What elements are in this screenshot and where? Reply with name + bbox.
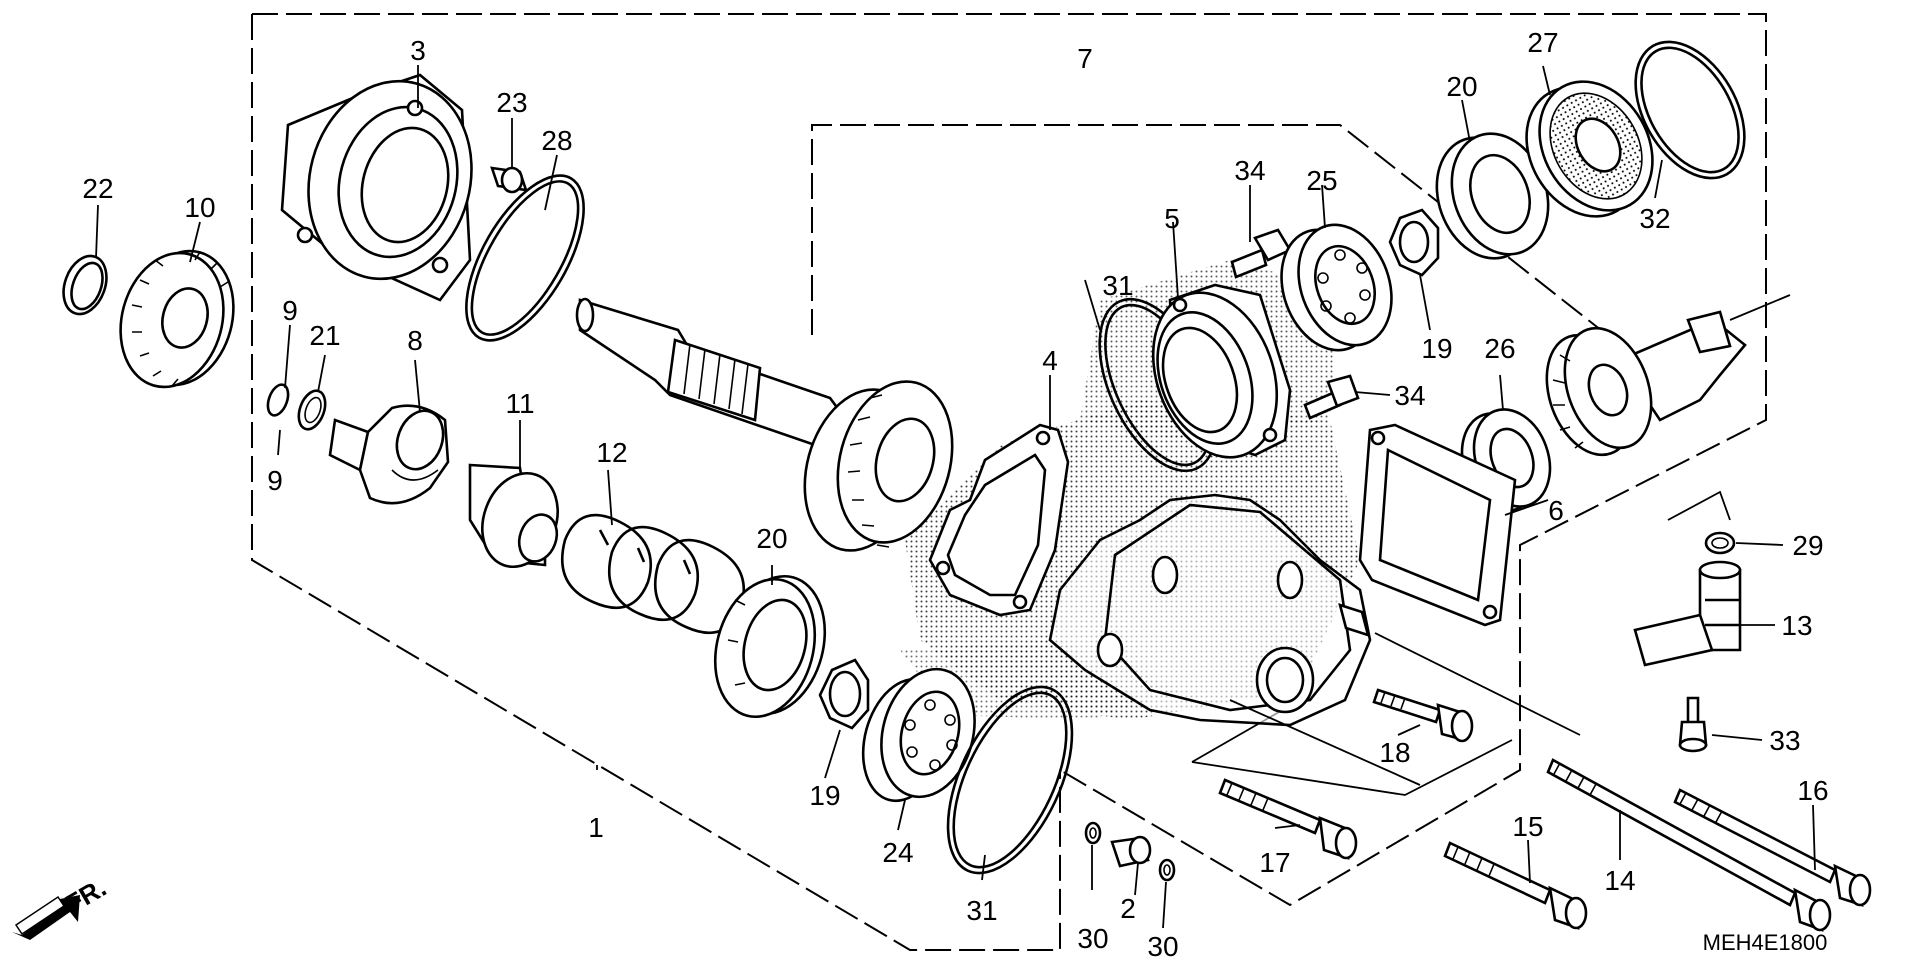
part-10-gear: [119, 249, 235, 389]
label-7: 7: [1077, 43, 1093, 74]
part-15-bolt: [1443, 841, 1588, 930]
part-9-ring: [266, 383, 290, 417]
part-3-bearing-holder: [280, 73, 473, 302]
part-4-gasket: [928, 423, 1070, 617]
diagram-code: MEH4E1800: [1703, 930, 1828, 955]
part-16-bolt: [1673, 788, 1872, 907]
part-32-circlip: [1634, 40, 1746, 180]
label-26: 26: [1484, 333, 1515, 364]
label-8: 8: [407, 325, 423, 356]
label-27: 27: [1527, 27, 1558, 58]
label-3: 3: [410, 35, 426, 66]
part-2-plug: [1110, 835, 1152, 868]
assembly-outline-1: [251, 13, 1767, 951]
front-direction-arrow-icon: [12, 895, 80, 940]
part-6-gasket: [1358, 423, 1517, 627]
label-32: 32: [1639, 203, 1670, 234]
part-labels: 1 2 3 4 5 6 7 8 9 9 10 11 12 13 14 15 16…: [82, 27, 1828, 958]
part-5-bearing-housing: [1151, 283, 1292, 459]
part-25-bearing: [1280, 223, 1393, 352]
label-17: 17: [1259, 847, 1290, 878]
label-19-upper: 19: [1421, 333, 1452, 364]
label-31-upper: 31: [1102, 270, 1133, 301]
part-14-bolt: [1546, 758, 1832, 932]
part-17-bolt: [1218, 778, 1358, 860]
label-21: 21: [309, 320, 340, 351]
label-20-upper: 20: [1446, 71, 1477, 102]
part-20-ring-upper: [1435, 132, 1550, 260]
label-33: 33: [1769, 725, 1800, 756]
label-29: 29: [1792, 530, 1823, 561]
label-34-upper: 34: [1234, 155, 1265, 186]
label-15: 15: [1512, 811, 1543, 842]
label-19-lower: 19: [809, 780, 840, 811]
part-20-ring-left: [713, 574, 827, 719]
label-34-lower: 34: [1394, 380, 1425, 411]
part-31-o-ring-lower: [946, 685, 1074, 875]
label-18: 18: [1379, 737, 1410, 768]
label-6: 6: [1548, 495, 1564, 526]
part-7-pinion-shaft: [575, 297, 954, 552]
label-22: 22: [82, 173, 113, 204]
leader-lines: [95, 65, 1816, 929]
label-13: 13: [1781, 610, 1812, 641]
label-28: 28: [541, 125, 572, 156]
label-5: 5: [1164, 203, 1180, 234]
part-30-washer-b: [1158, 858, 1176, 882]
assembly-outline-7: [811, 124, 1621, 346]
label-25: 25: [1306, 165, 1337, 196]
label-4: 4: [1042, 345, 1058, 376]
part-27-bearing-seal: [1525, 80, 1654, 218]
label-12: 12: [596, 437, 627, 468]
label-11: 11: [505, 388, 534, 419]
part-23-dowel-pin: [490, 166, 528, 194]
part-8-joint: [328, 404, 450, 505]
label-20-lower: 20: [756, 523, 787, 554]
label-24: 24: [882, 837, 913, 868]
label-10: 10: [184, 192, 215, 223]
part-30-washer-a: [1084, 821, 1102, 845]
label-14: 14: [1604, 865, 1635, 896]
part-19-nut-left: [818, 658, 870, 730]
label-30-left: 30: [1077, 923, 1108, 954]
label-31-lower: 31: [966, 895, 997, 926]
part-33-bolt: [1678, 696, 1708, 753]
part-12-spring: [560, 513, 746, 635]
part-11-cam: [468, 463, 559, 569]
long-bolt-through-case: [1229, 632, 1581, 786]
part-29-o-ring: [1704, 531, 1736, 555]
subassembly-outline-13: [1667, 490, 1731, 521]
label-23: 23: [496, 87, 527, 118]
part-34-bolt-lower: [1303, 374, 1360, 420]
part-19-nut-upper: [1388, 208, 1440, 277]
label-9-lower: 9: [267, 465, 283, 496]
part-22-circlip: [62, 254, 108, 316]
part-28-o-ring: [465, 174, 585, 342]
part-21-ring: [297, 389, 327, 431]
part-24-bearing: [861, 667, 976, 803]
label-2: 2: [1120, 893, 1136, 924]
part-13-sensor: [1633, 560, 1742, 667]
label-9-upper: 9: [282, 295, 298, 326]
label-16: 16: [1797, 775, 1828, 806]
main-case: [1048, 493, 1372, 727]
label-30-right: 30: [1147, 931, 1178, 958]
ring-gear: [1545, 294, 1791, 457]
label-1: 1: [588, 812, 604, 843]
part-18-bolt: [1372, 688, 1474, 743]
